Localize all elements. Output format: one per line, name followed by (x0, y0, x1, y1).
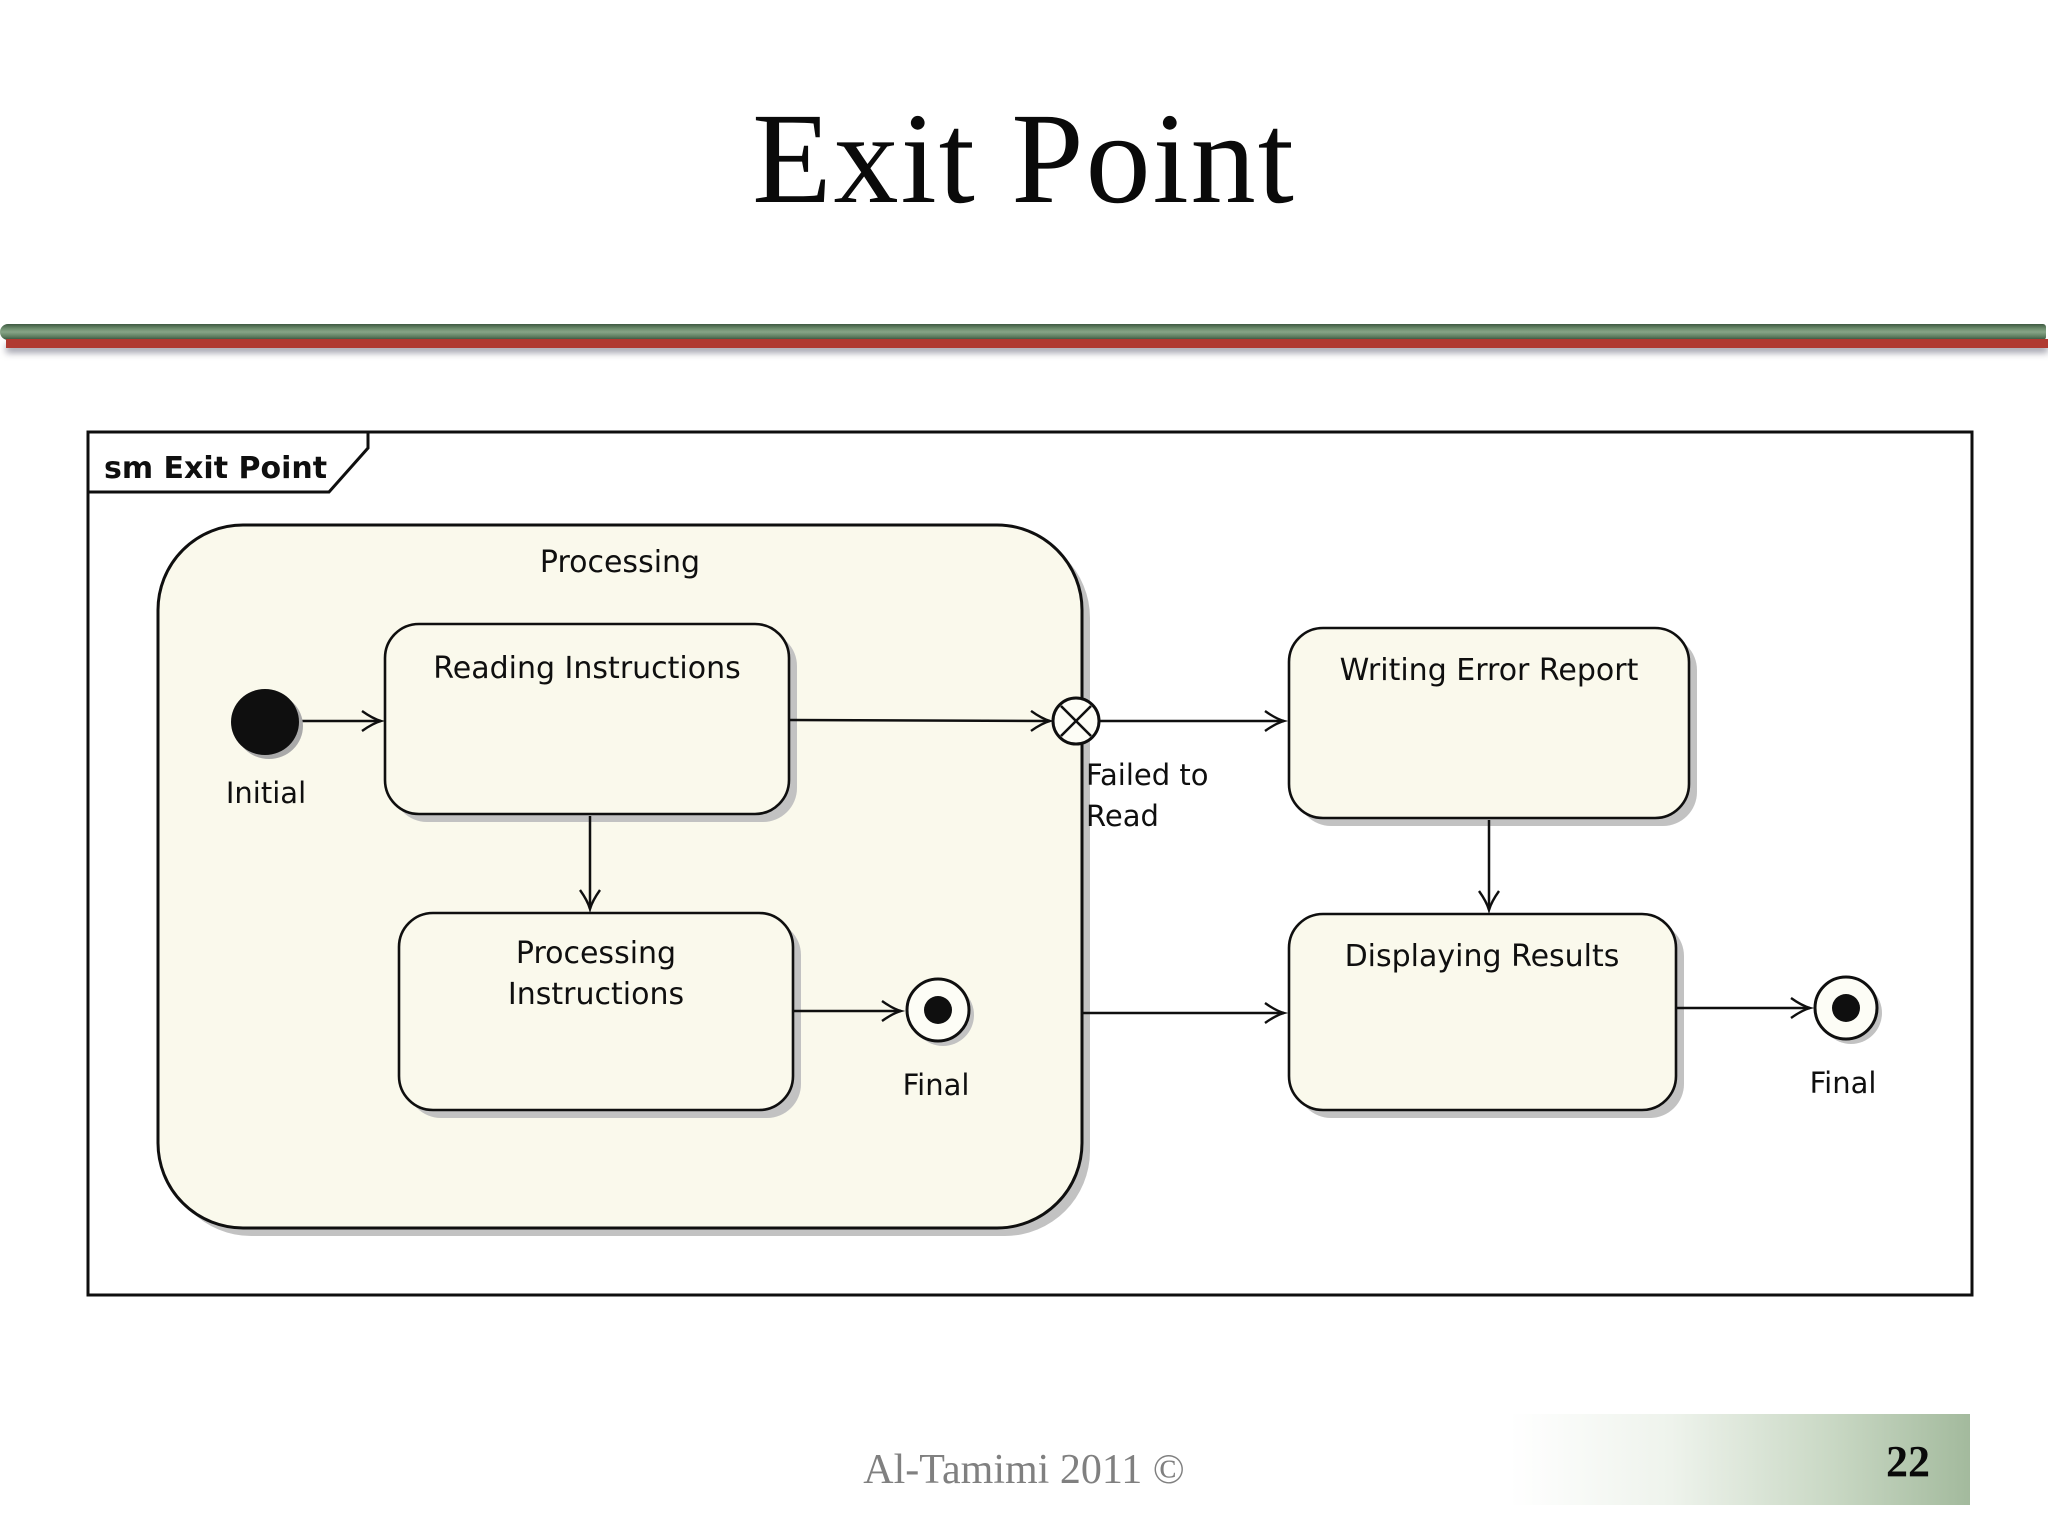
state-title: Writing Error Report (1340, 653, 1639, 688)
frame-tab-label: sm Exit Point (104, 451, 327, 486)
final-pseudostate-inner: Final (903, 977, 974, 1102)
final-node-dot (1832, 994, 1860, 1022)
frame-tab (86, 430, 370, 494)
state-processing-instructions: Processing Instructions (397, 911, 801, 1118)
final-pseudostate-outer: Final (1810, 975, 1882, 1100)
state-title: Reading Instructions (433, 651, 741, 686)
state-reading-instructions: Reading Instructions (383, 622, 797, 822)
divider-red-bar (6, 339, 2048, 348)
initial-label: Initial (226, 776, 306, 810)
divider-green-bar (0, 324, 2046, 340)
final-node-dot (924, 996, 952, 1024)
initial-pseudostate: Initial (226, 689, 306, 810)
page-number: 22 (1886, 1437, 1930, 1486)
divider-bar (0, 324, 2048, 350)
transition-reading-to-exitpoint (788, 709, 1055, 732)
state-title-line2: Instructions (508, 977, 684, 1012)
exit-point-pseudostate: Failed to Read (1051, 696, 1209, 833)
state-title-line1: Processing (516, 936, 676, 971)
footer-copyright: Al-Tamimi 2011 © (863, 1447, 1185, 1493)
state-displaying-results: Displaying Results (1287, 912, 1684, 1118)
composite-state-title: Processing (540, 545, 700, 580)
exit-point-label-line1: Failed to (1086, 758, 1209, 792)
exit-point-label-line2: Read (1086, 799, 1159, 833)
initial-node (231, 689, 299, 755)
slide-title: Exit Point (752, 87, 1296, 231)
final-label: Final (903, 1068, 970, 1102)
state-title: Displaying Results (1345, 939, 1620, 974)
state-writing-error-report: Writing Error Report (1287, 626, 1697, 826)
footer-page-bar: 22 (1510, 1414, 1970, 1505)
final-label: Final (1810, 1066, 1877, 1100)
transitions (297, 709, 1815, 1024)
